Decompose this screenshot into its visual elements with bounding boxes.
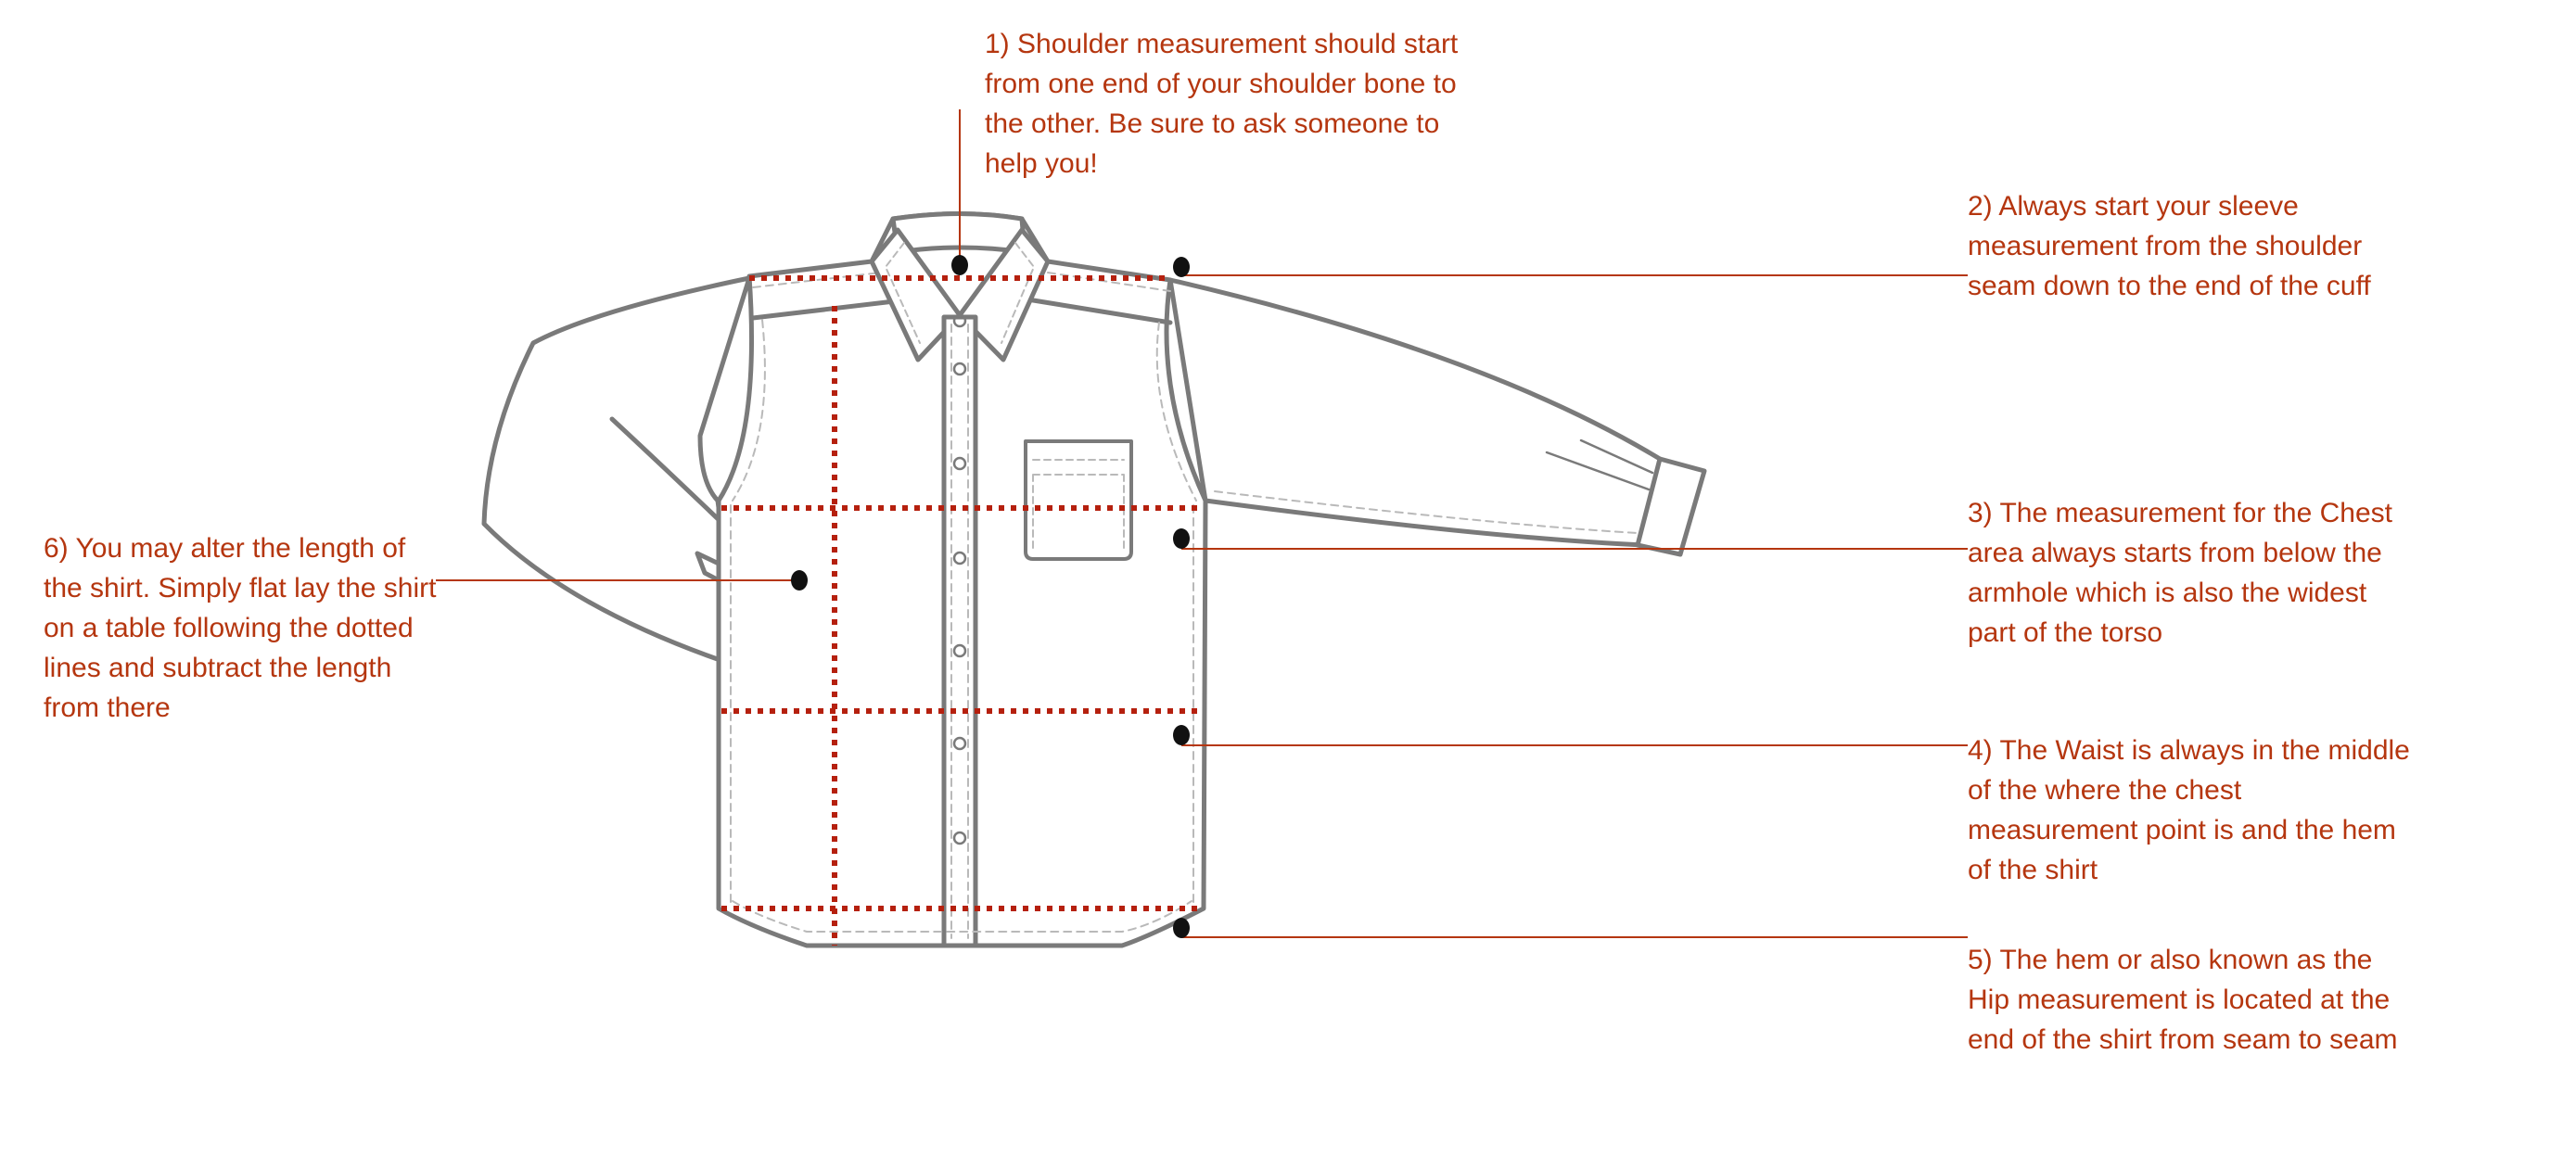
note-shoulder: 1) Shoulder measurement should start fro… xyxy=(985,29,1459,179)
note-sleeve: 2) Always start your sleeve measurement … xyxy=(1968,191,2371,301)
shirt-illustration xyxy=(481,211,1707,948)
placket-stitching xyxy=(950,324,969,939)
placket xyxy=(941,314,978,948)
side-stitching xyxy=(730,504,1194,905)
marker-shoulder xyxy=(951,255,968,275)
right-sleeve-stitching xyxy=(1214,490,1638,534)
measurement-markers xyxy=(791,255,1190,938)
note-chest: 3) The measurement for the Chest area al… xyxy=(1968,498,2392,648)
measurement-dotted-lines xyxy=(721,275,1202,946)
marker-length xyxy=(791,570,808,591)
collar-right-point xyxy=(957,227,1051,362)
right-cuff xyxy=(1635,456,1707,557)
hem-stitching xyxy=(732,900,1192,933)
right-sleeve xyxy=(1167,277,1663,548)
marker-hip xyxy=(1173,918,1190,938)
note-hip: 5) The hem or also known as the Hip meas… xyxy=(1968,945,2398,1055)
annotation-leader-lines xyxy=(436,109,1968,938)
armhole-stitching xyxy=(732,319,1197,502)
marker-sleeve xyxy=(1173,257,1190,277)
marker-chest xyxy=(1173,528,1190,549)
marker-waist xyxy=(1173,725,1190,745)
right-sleeve-folds xyxy=(1545,438,1654,491)
note-waist: 4) The Waist is always in the middle of … xyxy=(1968,735,2410,885)
placket-buttons xyxy=(952,313,967,845)
note-length: 6) You may alter the length of the shirt… xyxy=(44,533,437,723)
chest-pocket xyxy=(1024,439,1133,561)
pocket-stitching xyxy=(1032,459,1125,553)
collar-left-point xyxy=(869,227,963,362)
